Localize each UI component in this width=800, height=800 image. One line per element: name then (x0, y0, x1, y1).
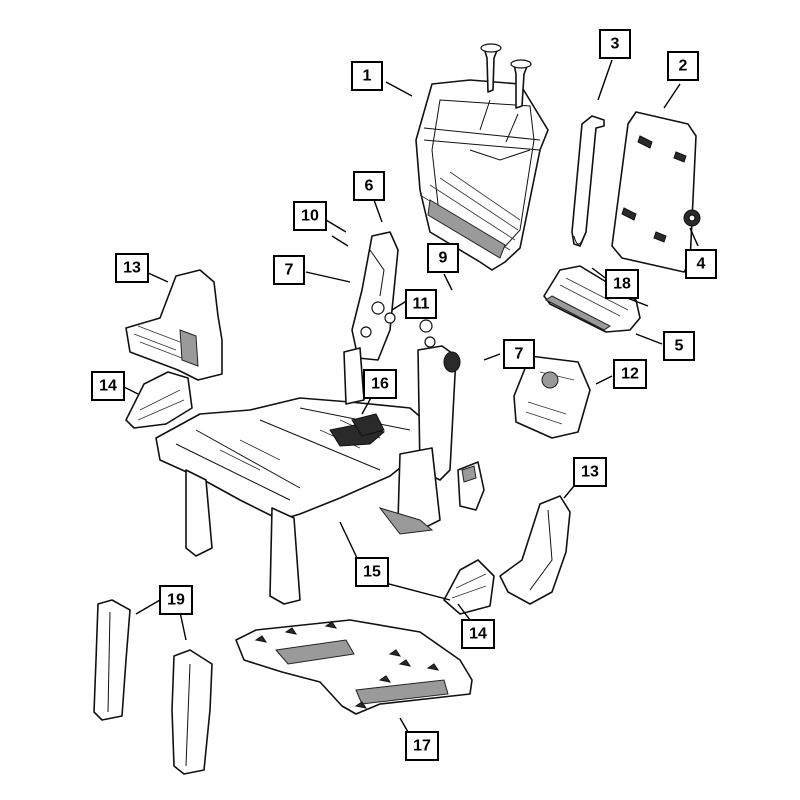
lower-bracket (543, 265, 641, 333)
callout-16: 16 (363, 369, 397, 399)
back-panel (611, 111, 697, 273)
callout-5-label: 5 (675, 338, 684, 355)
callout-15-label: 15 (363, 564, 381, 581)
callout-10: 10 (293, 201, 327, 231)
callout-2-label: 2 (679, 58, 688, 75)
callout-9: 9 (427, 243, 459, 273)
callout-6-label: 6 (365, 178, 374, 195)
callout-18: 18 (605, 269, 639, 299)
callout-2: 2 (667, 51, 699, 81)
callout-14-left-label: 14 (99, 378, 117, 395)
callout-15: 15 (355, 557, 389, 587)
callout-16-label: 16 (371, 376, 389, 393)
callout-17: 17 (405, 731, 439, 761)
callout-4-label: 4 (697, 256, 706, 273)
callout-3: 3 (599, 29, 631, 59)
callout-7-right-label: 7 (515, 346, 524, 363)
callout-13-left: 13 (115, 253, 149, 283)
callout-19-label: 19 (167, 592, 185, 609)
callout-13-left-label: 13 (123, 260, 141, 277)
rear-cover (513, 355, 591, 439)
callout-7-left-label: 7 (285, 262, 294, 279)
floor-carpet (235, 619, 473, 715)
callout-5: 5 (663, 331, 695, 361)
callout-13-right: 13 (573, 457, 607, 487)
callout-12-label: 12 (621, 366, 639, 383)
seat-back-frame (415, 79, 549, 271)
callout-10-label: 10 (301, 208, 319, 225)
callout-1-label: 1 (363, 68, 372, 85)
callout-4: 4 (685, 249, 717, 279)
side-bracket (351, 231, 399, 361)
seat-strap (571, 115, 605, 247)
callout-3-label: 3 (611, 36, 620, 53)
callout-18-label: 18 (613, 276, 631, 293)
trim-cover-right (443, 559, 495, 615)
headrest-guides (479, 43, 532, 143)
callout-17-label: 17 (413, 738, 431, 755)
callout-14-left: 14 (91, 371, 125, 401)
callout-9-label: 9 (439, 250, 448, 267)
callout-14-right-label: 14 (469, 626, 487, 643)
callout-14-right: 14 (461, 619, 495, 649)
callout-13-right-label: 13 (581, 464, 599, 481)
callout-19: 19 (159, 585, 193, 615)
callout-7-left: 7 (273, 255, 305, 285)
retainer-clip (683, 209, 701, 227)
seat-latch (351, 413, 385, 437)
callout-1: 1 (351, 61, 383, 91)
callout-11: 11 (405, 289, 437, 319)
trim-panels (93, 599, 213, 775)
carpet-fasteners (254, 621, 440, 709)
side-shield-left (125, 269, 223, 381)
callout-6: 6 (353, 171, 385, 201)
callout-11-label: 11 (413, 296, 430, 313)
seat-belt-buckle (457, 461, 485, 511)
leader-lines (113, 59, 699, 733)
callout-7-right: 7 (503, 339, 535, 369)
trim-cover-left (125, 371, 193, 429)
side-shield-right (499, 495, 571, 605)
callout-12: 12 (613, 359, 647, 389)
